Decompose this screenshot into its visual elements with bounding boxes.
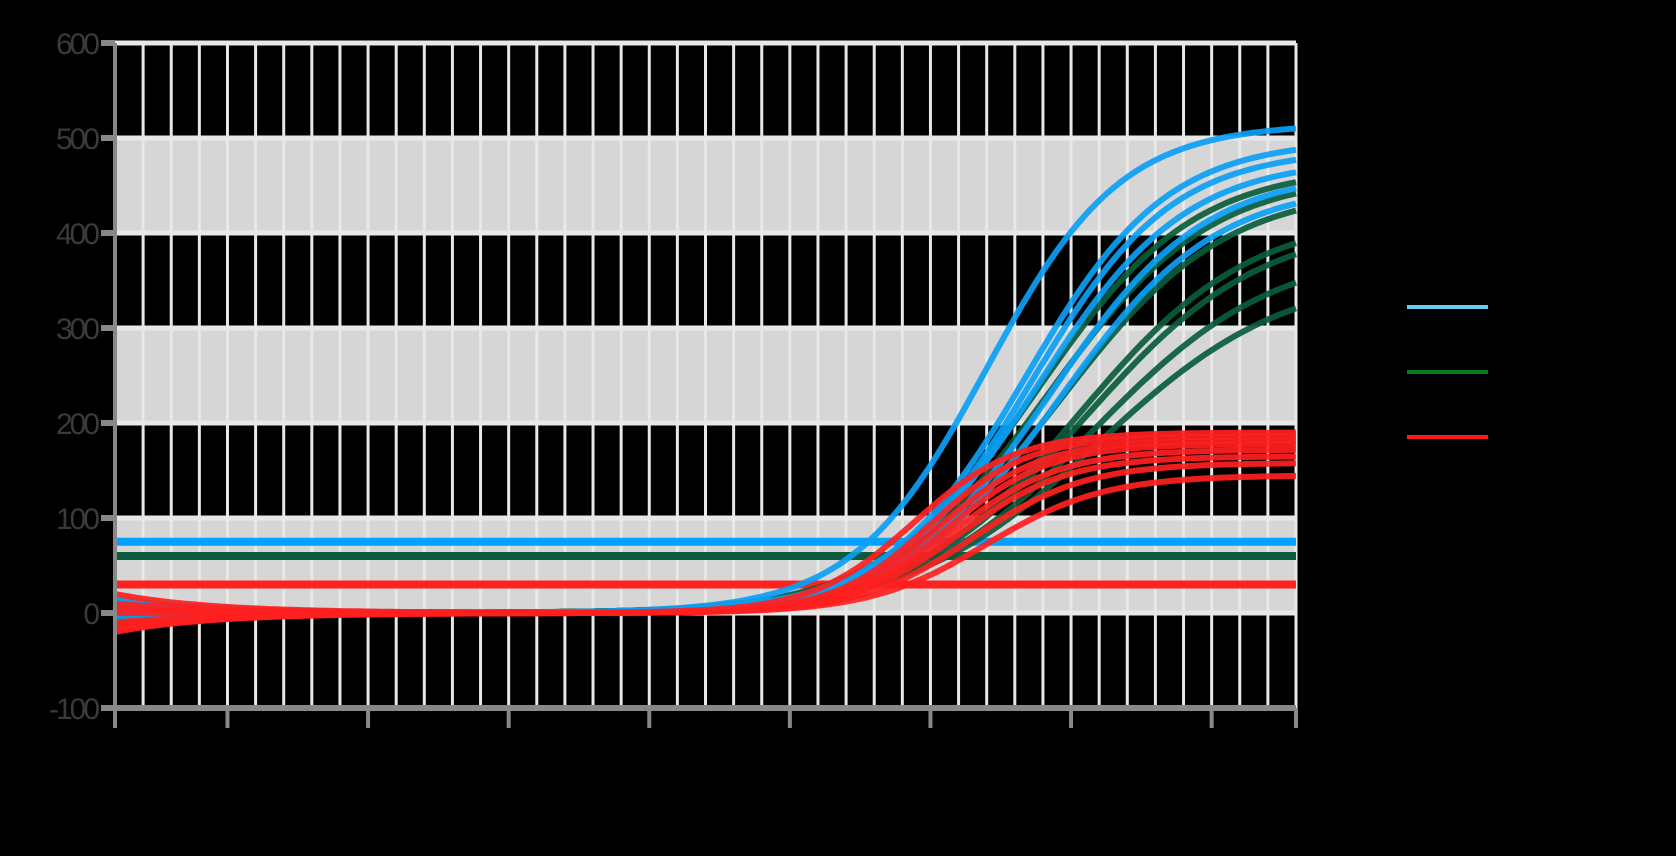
y-tick-label: 600: [56, 28, 99, 61]
y-tick-label: 100: [56, 503, 99, 536]
y-axis-labels: -100 0 100 200 300 400 500 600: [49, 28, 102, 726]
y-tick-label: 200: [56, 408, 99, 441]
y-tick-label: 400: [56, 218, 99, 251]
y-tick-label: 500: [56, 123, 99, 156]
y-tick-label: 300: [56, 313, 99, 346]
legend: [1407, 305, 1488, 439]
amplification-curves: [114, 125, 1298, 635]
gridlines: [115, 40, 1298, 708]
threshold-lines: [115, 537, 1296, 589]
y-tick-label: -100: [49, 693, 99, 726]
curve-red: [114, 472, 1297, 634]
y-tick-label: 0: [83, 598, 99, 631]
axes: [101, 40, 1298, 728]
